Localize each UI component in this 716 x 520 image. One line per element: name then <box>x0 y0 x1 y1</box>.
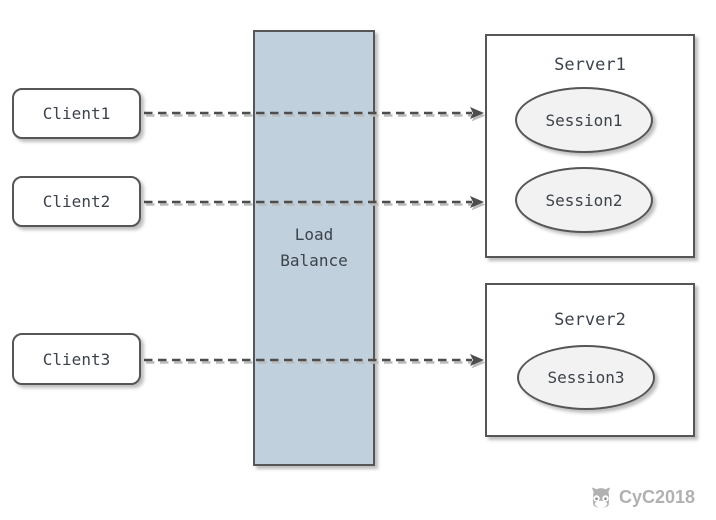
client2-label: Client2 <box>42 192 111 211</box>
session3-label: Session3 <box>547 368 625 387</box>
session1-label: Session1 <box>545 110 623 130</box>
session2-node: Session2 <box>515 167 653 233</box>
load-balancer-node: Load Balance <box>253 30 375 466</box>
octocat-icon <box>592 487 610 508</box>
server1-title: Server1 <box>554 55 626 75</box>
client1-label: Client1 <box>42 104 111 123</box>
client2-node: Client2 <box>12 176 141 227</box>
session2-label: Session2 <box>545 190 623 210</box>
server2-title: Server2 <box>554 310 626 330</box>
client3-node: Client3 <box>12 333 141 385</box>
watermark-text: CyC2018 <box>619 487 696 507</box>
session3-node: Session3 <box>517 345 655 410</box>
client1-node: Client1 <box>12 88 141 139</box>
server1-node: Server1 Session1 Session2 <box>485 34 695 258</box>
session1-node: Session1 <box>515 87 653 153</box>
client3-label: Client3 <box>42 349 111 369</box>
watermark: CyC2018 <box>588 486 695 509</box>
server2-node: Server2 Session3 <box>485 283 695 437</box>
load-balancer-label: Load Balance <box>280 225 348 270</box>
